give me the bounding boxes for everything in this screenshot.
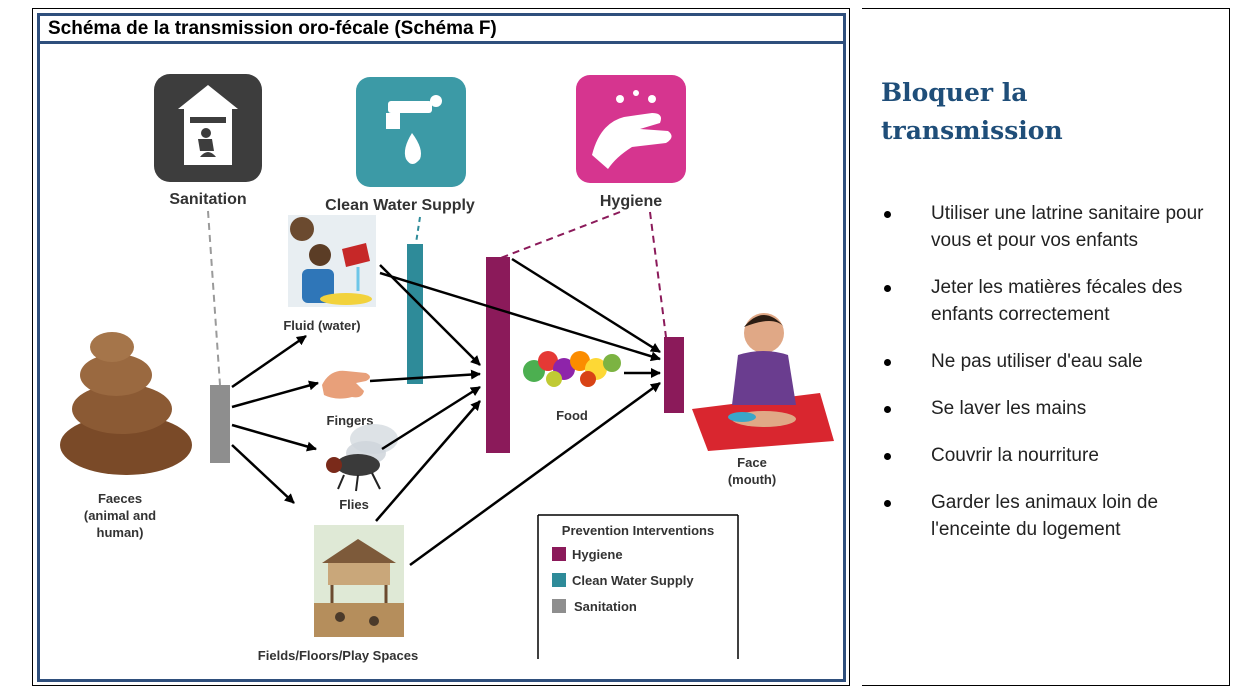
hygiene-barrier-food [486,257,510,453]
hygiene-label: Hygiene [600,193,662,210]
list-item: Couvrir la nourriture [881,442,1226,469]
sanitation-barrier [210,385,230,463]
fields-label: Fields/Floors/Play Spaces [258,648,418,663]
handwashing-icon [576,75,686,183]
fields-illustration [314,525,404,637]
water-barrier [407,244,423,384]
face-label-line1: Face [737,455,767,470]
arrow-faeces-flies [231,423,317,452]
list-item-text: Utiliser une latrine sanitaire pour vous… [931,203,1204,251]
bullet-dot [884,285,891,292]
list-item-text: Couvrir la nourriture [931,445,1099,466]
arrow-fluid-food [379,264,481,366]
list-item-text: Garder les animaux loin de l'enceinte du… [931,492,1159,540]
list-item: Se laver les mains [881,395,1226,422]
legend-label-hygiene: Hygiene [572,547,623,562]
figure-title: Schéma de la transmission oro-fécale (Sc… [48,18,497,39]
list-item-text: Ne pas utiliser d'eau sale [931,351,1143,372]
sanitation-connector [207,210,221,386]
arrow-food-face-upper [511,257,661,354]
arrow-fluid-face [379,271,661,362]
arrow-faeces-fluid [231,334,307,389]
arrow-fields-face [409,381,661,567]
sanitation-icon [154,74,262,182]
sidebar-cell [862,8,1230,686]
legend-swatch-sanitation [552,599,566,613]
face-label-line2: (mouth) [728,472,776,487]
food-label: Food [556,408,588,423]
fly-illustration [326,424,398,492]
list-item-text: Se laver les mains [931,398,1087,419]
arrow-faeces-fields [231,444,295,504]
water-connector [415,216,421,244]
arrow-fields-food [375,400,481,522]
transmission-diagram: Sanitation Clean Water Supply Hygiene Fa… [60,74,834,663]
faeces-label-line1: Faeces [98,491,142,506]
fluid-label: Fluid (water) [283,318,360,333]
tap-water-icon [356,77,466,187]
legend-label-sanitation: Sanitation [574,599,637,614]
sanitation-label: Sanitation [169,191,246,208]
bullet-dot [884,453,891,460]
list-item: Utiliser une latrine sanitaire pour vous… [881,200,1226,254]
hygiene-connector-face [649,211,667,338]
bullet-dot [884,211,891,218]
list-item: Ne pas utiliser d'eau sale [881,348,1226,375]
legend-swatch-water [552,573,566,587]
faeces-label-line3: human) [97,525,144,540]
clean-water-label: Clean Water Supply [325,197,475,214]
sidebar-heading-line2: transmission [881,116,1063,145]
legend-swatch-hygiene [552,547,566,561]
sidebar-heading: Bloquer la transmission [881,74,1181,150]
bullet-dot [884,500,891,507]
arrow-flies-food [381,385,481,451]
figure-cell [32,8,850,686]
figure-panel [37,13,846,682]
bullet-dot [884,406,891,413]
legend: Prevention Interventions Hygiene Clean W… [537,514,739,659]
food-illustration [523,351,621,387]
list-item-text: Jeter les matières fécales des enfants c… [931,277,1183,325]
fingers-label: Fingers [327,413,374,428]
hygiene-connector-food [497,211,621,260]
arrow-fingers-food [369,369,481,383]
faeces-illustration [60,332,192,475]
flies-label: Flies [339,497,369,512]
list-item: Jeter les matières fécales des enfants c… [881,274,1226,328]
hygiene-barrier-face [664,337,684,413]
fluid-illustration [288,215,376,307]
faeces-label-line2: (animal and [84,508,156,523]
fingers-illustration [322,370,370,399]
figure-title-bar [40,16,843,44]
prevention-list: Utiliser une latrine sanitaire pour vous… [881,200,1226,563]
sidebar-heading-line1: Bloquer la [881,78,1028,107]
list-item: Garder les animaux loin de l'enceinte du… [881,489,1226,543]
bullet-dot [884,359,891,366]
child-illustration [692,313,834,451]
legend-title: Prevention Interventions [562,523,714,538]
legend-label-water: Clean Water Supply [572,573,694,588]
arrow-faeces-fingers [231,380,319,409]
